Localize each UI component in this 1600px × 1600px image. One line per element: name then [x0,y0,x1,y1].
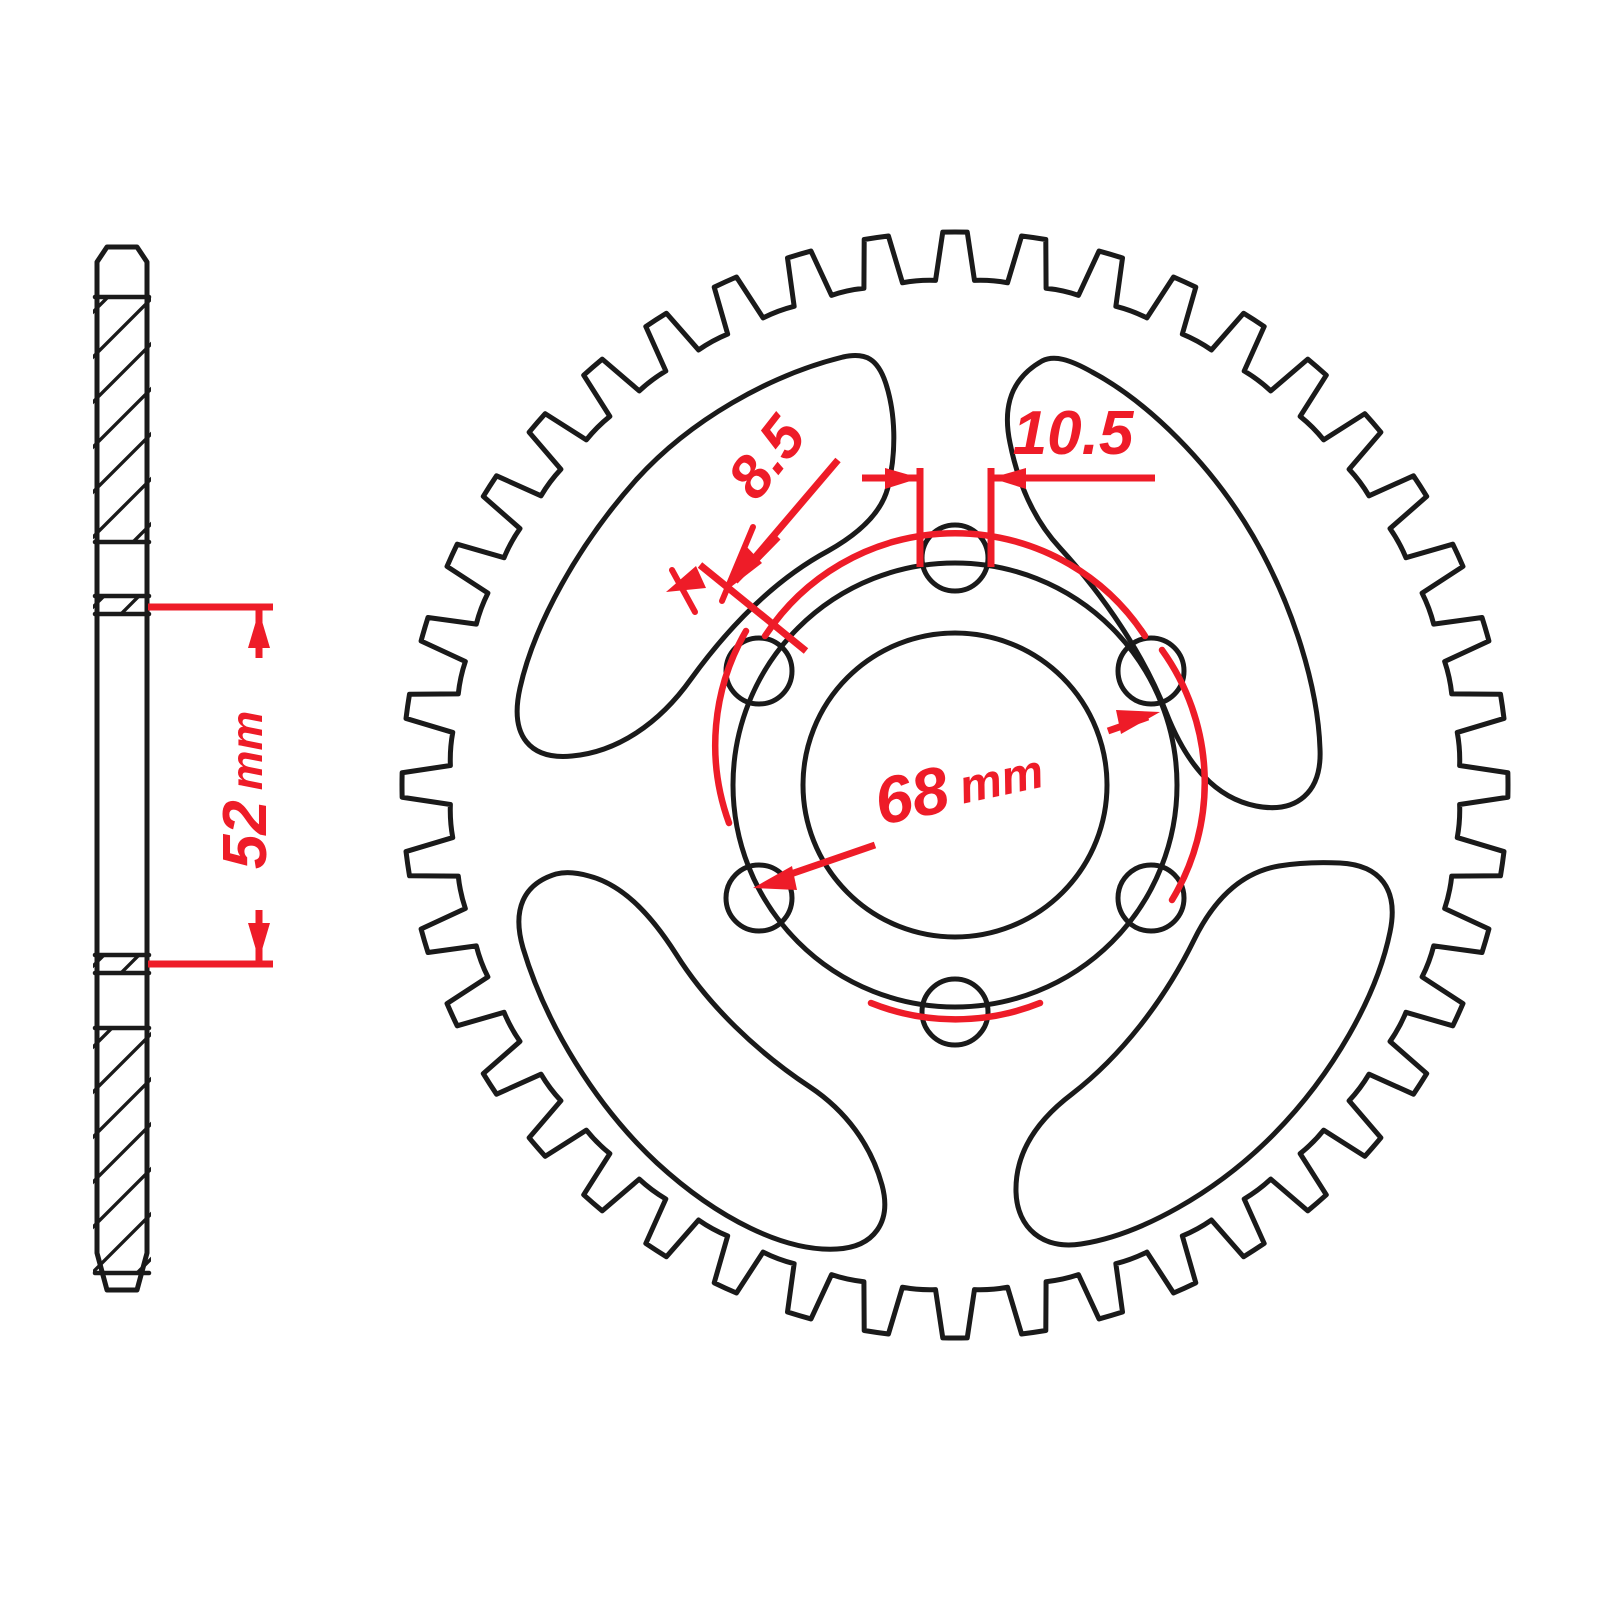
pcd-arc-left-upper [712,627,750,827]
bolt-hole-4 [919,976,991,1048]
arrowhead-8p5-lower [666,566,706,592]
spoke-cutout-2 [1004,355,1323,810]
arrowhead-68mm-left [753,866,797,890]
spoke-cutout-1 [514,353,897,759]
dim-line-68mm [783,841,877,880]
pcd-arc-right [1158,646,1208,904]
spoke-cutout-3 [516,870,888,1252]
spoke-cutouts-group [514,353,1395,1252]
sprocket-teeth-rim [399,229,1511,1341]
hatch-lower-band [93,955,142,973]
dimension-label-10p5: 10.5 [1013,399,1135,468]
dimension-label-68mm: 68mm [868,732,1050,840]
arrowhead-8p5 [727,546,762,590]
pcd-arc-bottom [867,999,1044,1023]
arrowhead-down [248,923,270,960]
hatch-lower-block [93,1028,151,1273]
hatch-upper-block [93,297,151,542]
dimension-label-8p5: 8.5 [714,402,819,510]
bolt-circle-pcd-group [712,529,1208,1023]
arrowhead-68mm-right [1116,710,1160,734]
pcd-arc-top [761,529,1149,640]
hatch-upper-band [93,596,142,614]
dimension-52mm-group: 52mm [148,603,280,968]
dimension-10p5-group: 10.5 [862,399,1155,567]
spoke-cutout-4 [1013,860,1395,1248]
bolt-hole-3 [1115,862,1187,934]
bolt-hole-5 [723,862,795,934]
arrowhead-up [248,611,270,648]
dimension-label-52mm: 52mm [211,711,280,869]
arrowhead-10p5-left [885,468,920,489]
arrowhead-10p5-right [991,468,1026,489]
center-bore-circle [800,630,1110,940]
dim-tick-8p5-b [719,524,756,604]
face-view-group: 68mm 8.5 [399,229,1511,1341]
bolt-hole-2 [1115,635,1187,707]
side-view-group: 52mm [92,244,280,1293]
dim-leader-8p5-lower [697,562,809,654]
dim-tick-8p5 [669,567,698,615]
hub-outer-circle [730,560,1180,1010]
